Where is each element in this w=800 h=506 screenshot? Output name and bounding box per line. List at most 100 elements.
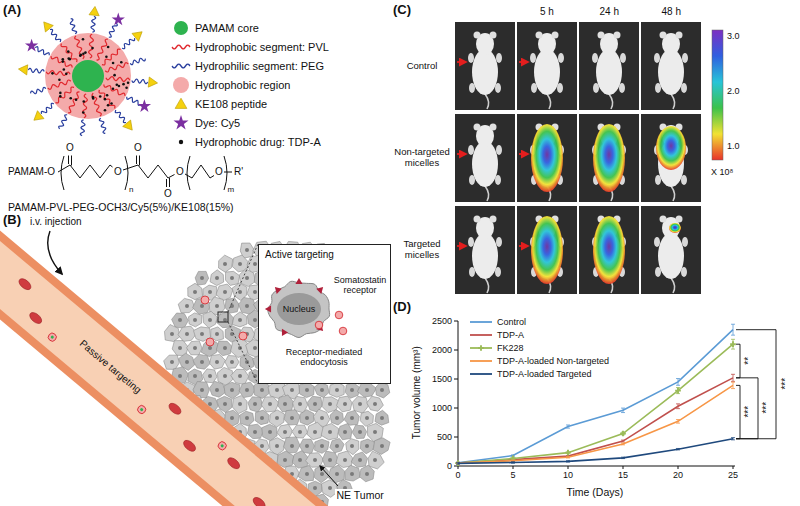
micelle [239, 332, 247, 340]
mouse-image-part [517, 22, 577, 110]
mouse-image-part [531, 124, 563, 192]
drug-dot [63, 68, 66, 71]
mouse-image [455, 22, 515, 110]
data-series [455, 339, 736, 466]
mouse-image-part [660, 32, 667, 39]
mouse-image [641, 206, 701, 294]
mouse-image-part [676, 32, 683, 39]
drug-dot [80, 54, 83, 57]
cell-nucleus [335, 444, 339, 448]
cell-nucleus [343, 402, 347, 406]
mouse-image-part [468, 53, 474, 63]
cell-nucleus [335, 472, 339, 476]
mouse-image-part [472, 49, 498, 95]
cy5-star [138, 99, 151, 112]
cell-nucleus [373, 458, 377, 462]
tick-mark [733, 466, 734, 469]
cell-nucleus [185, 332, 189, 336]
ke108-triangle [18, 64, 28, 75]
cell-nucleus [350, 416, 354, 420]
tumor-cell [202, 369, 217, 383]
mouse-image [641, 22, 701, 110]
cell-nucleus [320, 444, 324, 448]
scale-tick: 2.0 [727, 86, 740, 96]
cell-nucleus [200, 388, 204, 392]
cell-nucleus [343, 458, 347, 462]
cell-nucleus [313, 402, 317, 406]
cell-nucleus [328, 458, 332, 462]
mouse-image-part [682, 237, 688, 247]
axis-tick: 2000 [432, 345, 452, 355]
peg-segment [122, 38, 135, 49]
micelle-core [140, 407, 144, 411]
tumor-cell [216, 341, 232, 356]
peg-segment [99, 118, 105, 133]
tumor-cell [329, 382, 344, 397]
pvl-segment [105, 63, 128, 72]
cell-nucleus [215, 332, 219, 336]
pamam-core [72, 60, 104, 92]
cell-nucleus [320, 416, 324, 420]
axis-tick: 25 [728, 470, 738, 480]
cell-nucleus [200, 360, 204, 364]
tumor-cell [225, 355, 239, 368]
pvl-segment [89, 34, 94, 58]
error-bar [731, 438, 735, 440]
drug-dot [58, 79, 61, 82]
cell-nucleus [230, 388, 234, 392]
mouse-image [579, 22, 639, 110]
red-blood-cell [17, 277, 33, 292]
drug-dot [115, 84, 118, 87]
cell-nucleus [245, 416, 249, 420]
legend-sample-part [179, 140, 183, 144]
cell-nucleus [200, 304, 204, 308]
data-series-part [458, 330, 733, 463]
tumor-cell [373, 438, 390, 455]
cell-nucleus [208, 290, 212, 294]
legend-sample-part [173, 115, 188, 129]
mouse-image-part [474, 124, 481, 131]
tumor-cell [338, 423, 352, 439]
mouse-image [517, 206, 577, 294]
mouse-image [455, 206, 515, 294]
micelle [136, 404, 147, 415]
cell-nucleus [238, 346, 242, 350]
mouse-image-part [641, 206, 701, 294]
tumor-cell [298, 465, 314, 481]
pvl-segment [104, 85, 125, 96]
legend-text: Hydrophobic drug: TDP-A [195, 136, 321, 149]
cell-nucleus [358, 402, 362, 406]
cell-nucleus [215, 304, 219, 308]
mouse-image [455, 114, 515, 202]
micelle [47, 332, 58, 343]
tumor-cell [240, 355, 254, 371]
cell-nucleus [335, 388, 339, 392]
error-bar [731, 324, 735, 335]
tick-mark [454, 379, 458, 380]
cell-nucleus [380, 388, 384, 392]
red-blood-cell [226, 456, 242, 471]
mouse-image-part [579, 22, 639, 110]
drug-dot [79, 54, 82, 57]
axis-tick: 1000 [432, 403, 452, 413]
mouse-image-part [468, 237, 474, 247]
tick-mark [454, 350, 458, 351]
data-series-part [675, 388, 681, 394]
mouse-image-part [496, 237, 502, 247]
time-header: 24 h [600, 6, 619, 18]
tumor-cell [255, 410, 269, 425]
tumor-cell [210, 355, 226, 370]
chemical-structure [58, 156, 232, 191]
ke108-triangle [31, 111, 44, 124]
tumor-cell [292, 425, 308, 438]
pvl-segment [106, 77, 130, 82]
significance-bracket [736, 344, 740, 378]
node-text: Nucleus [283, 304, 316, 314]
drug-dot [120, 61, 123, 64]
ke108-triangle [148, 77, 158, 88]
legend-text: Control [497, 317, 526, 327]
mouse-image-part [552, 32, 559, 39]
mouse-image-part [558, 53, 564, 63]
mouse-image-part [490, 124, 497, 131]
